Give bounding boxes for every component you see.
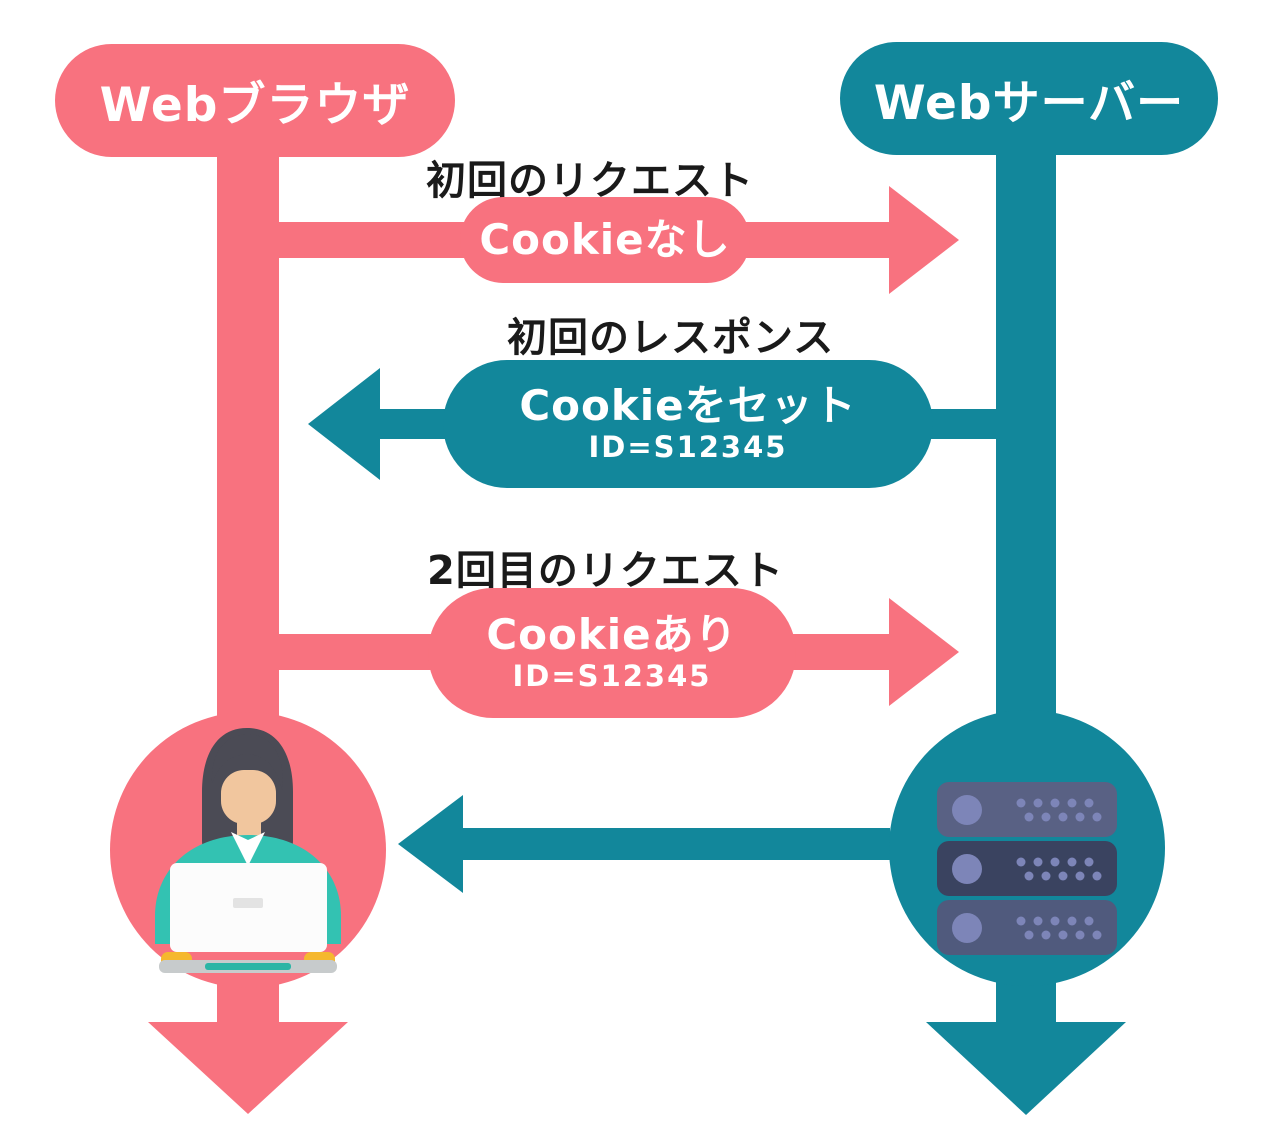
right-arrowhead-icon bbox=[889, 598, 959, 706]
first-response-pill-label: Cookieをセット bbox=[519, 381, 857, 431]
second-request-pill-id: ID=S12345 bbox=[512, 659, 712, 694]
browser-node-label: Webブラウザ bbox=[99, 78, 411, 133]
first-request-title: 初回のリクエスト bbox=[426, 158, 754, 204]
second-request-title: 2回目のリクエスト bbox=[427, 548, 784, 594]
second-response-arrow-shaft bbox=[458, 828, 890, 860]
left-arrowhead-icon bbox=[308, 368, 380, 480]
server-node: Webサーバー bbox=[840, 42, 1218, 155]
first-request-pill: Cookieなし bbox=[460, 197, 750, 283]
user-at-laptop-icon bbox=[155, 728, 341, 973]
first-response-pill-id: ID=S12345 bbox=[588, 430, 788, 465]
browser-node: Webブラウザ bbox=[55, 44, 455, 157]
browser-user-circle bbox=[110, 712, 386, 988]
server-rack-icon bbox=[937, 782, 1117, 955]
first-response-title: 初回のレスポンス bbox=[507, 315, 835, 361]
left-arrowhead-icon bbox=[398, 795, 463, 893]
right-arrowhead-icon bbox=[889, 186, 959, 294]
second-request-pill-label: Cookieあり bbox=[486, 610, 738, 660]
server-node-label: Webサーバー bbox=[873, 76, 1185, 131]
second-request-pill: Cookieあり ID=S12345 bbox=[428, 588, 796, 718]
server-circle bbox=[889, 710, 1165, 986]
server-lifeline-down-arrowhead bbox=[926, 1022, 1126, 1115]
first-response-pill: Cookieをセット ID=S12345 bbox=[443, 360, 933, 488]
browser-lifeline-down-arrowhead bbox=[148, 1022, 348, 1114]
first-request-pill-label: Cookieなし bbox=[479, 215, 731, 265]
